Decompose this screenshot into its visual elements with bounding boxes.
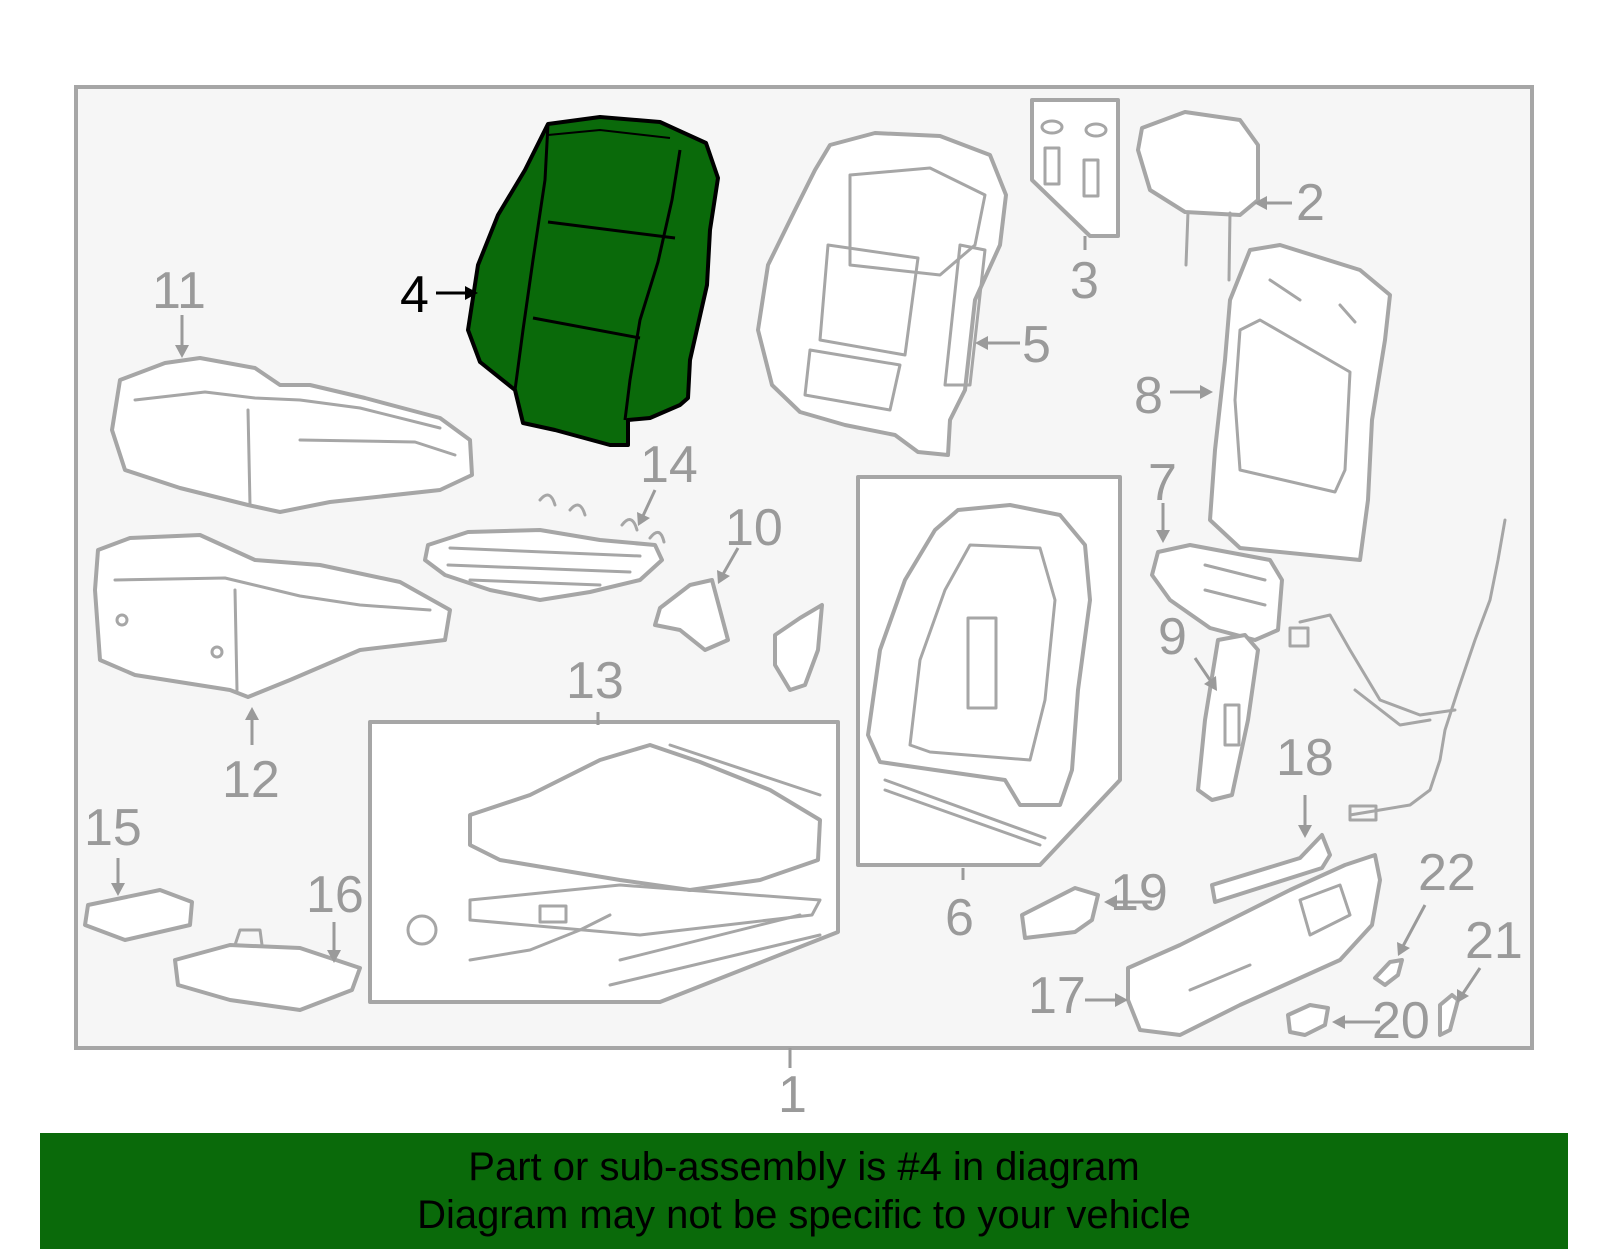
banner-line-2: Diagram may not be specific to your vehi… bbox=[417, 1193, 1191, 1237]
callout-15: 15 bbox=[84, 799, 142, 857]
callout-21: 21 bbox=[1465, 912, 1523, 970]
part-17-side-shield[interactable] bbox=[1126, 853, 1382, 1037]
callout-9: 9 bbox=[1158, 608, 1187, 666]
wire-harness[interactable] bbox=[1288, 518, 1507, 822]
part-11-cushion-cover[interactable] bbox=[110, 356, 474, 514]
callout-16: 16 bbox=[306, 866, 364, 924]
part-5-seat-back-pad[interactable] bbox=[756, 131, 1008, 457]
callout-17: 17 bbox=[1028, 967, 1086, 1025]
callout-1: 1 bbox=[778, 1066, 807, 1124]
part-13-adjuster-box[interactable] bbox=[368, 720, 840, 1004]
part-2-headrest[interactable] bbox=[1136, 110, 1260, 282]
callout-7: 7 bbox=[1148, 454, 1177, 512]
part-7-switch-assembly[interactable] bbox=[1150, 543, 1284, 642]
callout-2: 2 bbox=[1296, 174, 1325, 232]
part-21-knob[interactable] bbox=[1438, 993, 1460, 1037]
callout-14: 14 bbox=[640, 436, 698, 494]
part-18-trim-strip[interactable] bbox=[1210, 833, 1332, 904]
callout-19: 19 bbox=[1110, 864, 1168, 922]
callout-13: 13 bbox=[566, 652, 624, 710]
part-9-side-trim[interactable] bbox=[1196, 633, 1260, 802]
part-15-module[interactable] bbox=[83, 888, 194, 942]
part-3-clip-kit[interactable] bbox=[1030, 98, 1120, 238]
part-22-knob[interactable] bbox=[1373, 958, 1404, 987]
callout-12: 12 bbox=[222, 751, 280, 809]
part-20-knob[interactable] bbox=[1286, 1003, 1330, 1037]
info-banner: Part or sub-assembly is #4 in diagram Di… bbox=[40, 1133, 1568, 1249]
callout-11: 11 bbox=[152, 262, 206, 320]
callout-6: 6 bbox=[945, 889, 974, 947]
leader-lines bbox=[111, 196, 1482, 1068]
callout-3: 3 bbox=[1070, 252, 1099, 310]
part-8-back-panel[interactable] bbox=[1208, 243, 1392, 562]
part-6-frame-box[interactable] bbox=[856, 475, 1122, 867]
part-14-suspension-mat[interactable] bbox=[423, 493, 666, 602]
part-19-bracket[interactable] bbox=[1020, 886, 1100, 940]
callout-20: 20 bbox=[1372, 992, 1430, 1050]
callout-18: 18 bbox=[1276, 729, 1334, 787]
part-4-seat-back-cover[interactable] bbox=[466, 115, 720, 447]
callout-22: 22 bbox=[1418, 844, 1476, 902]
callout-5: 5 bbox=[1022, 316, 1051, 374]
callout-10: 10 bbox=[725, 499, 783, 557]
callout-4: 4 bbox=[400, 266, 429, 324]
part-16-lower-bracket[interactable] bbox=[173, 928, 362, 1012]
banner-line-1: Part or sub-assembly is #4 in diagram bbox=[468, 1145, 1140, 1189]
callout-8: 8 bbox=[1134, 367, 1163, 425]
part-12-cushion-pad[interactable] bbox=[93, 533, 452, 699]
part-10-bracket[interactable] bbox=[653, 578, 824, 692]
